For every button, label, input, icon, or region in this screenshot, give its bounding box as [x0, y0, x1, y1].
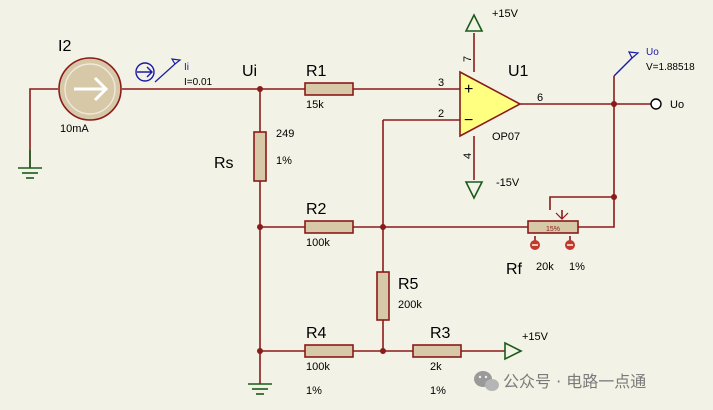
potentiometer-rf[interactable]: 15% [527, 212, 579, 234]
opamp-pin-vpos: 7 [462, 56, 474, 62]
opamp-minus-sign: − [464, 112, 473, 129]
potentiometer-rf-tolerance: 1% [569, 261, 585, 273]
resistor-r4[interactable] [304, 344, 354, 358]
resistor-r2-name: R2 [306, 201, 327, 218]
opamp-part: OP07 [492, 131, 520, 143]
resistor-rs-name: Rs [214, 155, 234, 172]
voltage-probe-icon[interactable] [613, 51, 640, 77]
resistor-r5-name: R5 [398, 276, 419, 293]
voltage-probe-name: Uo [646, 47, 659, 58]
output-terminal[interactable] [650, 98, 662, 110]
current-source-i2[interactable] [58, 57, 122, 121]
opamp-plus-sign: + [464, 81, 473, 98]
current-probe-icon[interactable] [135, 58, 182, 83]
resistor-r5-value: 200k [398, 299, 422, 311]
supply-arrow-down-icon [464, 181, 484, 200]
resistor-r3-tolerance: 1% [430, 385, 446, 397]
opamp-pin-minus: 2 [438, 108, 444, 120]
resistor-r2[interactable] [304, 220, 354, 234]
opamp-pin-vneg: 4 [462, 153, 474, 159]
resistor-r3[interactable] [412, 344, 462, 358]
voltage-probe-reading: V=1.88518 [646, 62, 695, 73]
current-probe-name: Ii [184, 62, 189, 73]
wires [29, 33, 652, 384]
resistor-r3-value: 2k [430, 361, 442, 373]
pot-adjust-buttons[interactable] [530, 240, 575, 250]
resistor-r1-value: 15k [306, 99, 324, 111]
arrow-right-icon [74, 76, 109, 102]
opamp-pin-plus: 3 [438, 77, 444, 89]
wechat-logo-icon [474, 371, 499, 391]
resistor-rs-tolerance: 1% [276, 155, 292, 167]
resistor-r1-name: R1 [306, 63, 327, 80]
resistor-r4-value: 100k [306, 361, 330, 373]
resistor-r3-name: R3 [430, 325, 451, 342]
output-terminal-label: Uo [670, 99, 684, 111]
potentiometer-rf-wiper: 15% [546, 226, 560, 233]
opamp-name: U1 [508, 63, 529, 80]
resistor-rs-value: 249 [276, 128, 294, 140]
ground-symbol-bottom [248, 383, 272, 395]
supply-arrow-up-icon [464, 13, 484, 32]
supply-right-label: +15V [522, 331, 549, 343]
ground-symbol-left [18, 150, 42, 179]
supply-arrow-right-icon [504, 341, 523, 361]
supply-bottom-label: -15V [496, 177, 520, 189]
node-label-ui: Ui [242, 63, 257, 80]
resistor-r2-value: 100k [306, 237, 330, 249]
resistor-r4-tolerance: 1% [306, 385, 322, 397]
resistor-r1[interactable] [304, 82, 354, 96]
current-source-name: I2 [58, 38, 71, 55]
junction-dots [257, 86, 617, 354]
opamp-pin-out: 6 [537, 92, 543, 104]
current-probe-reading: I=0.01 [184, 77, 213, 88]
supply-top-label: +15V [492, 8, 519, 20]
resistor-r5[interactable] [376, 271, 390, 321]
potentiometer-rf-name: Rf [506, 261, 523, 278]
resistor-r4-name: R4 [306, 325, 327, 342]
resistor-rs[interactable] [253, 131, 267, 182]
watermark-text: 公众号 · 电路一点通 [503, 372, 646, 391]
potentiometer-rf-value: 20k [536, 261, 554, 273]
current-source-value: 10mA [60, 123, 89, 135]
opamp-u1[interactable] [459, 70, 522, 138]
